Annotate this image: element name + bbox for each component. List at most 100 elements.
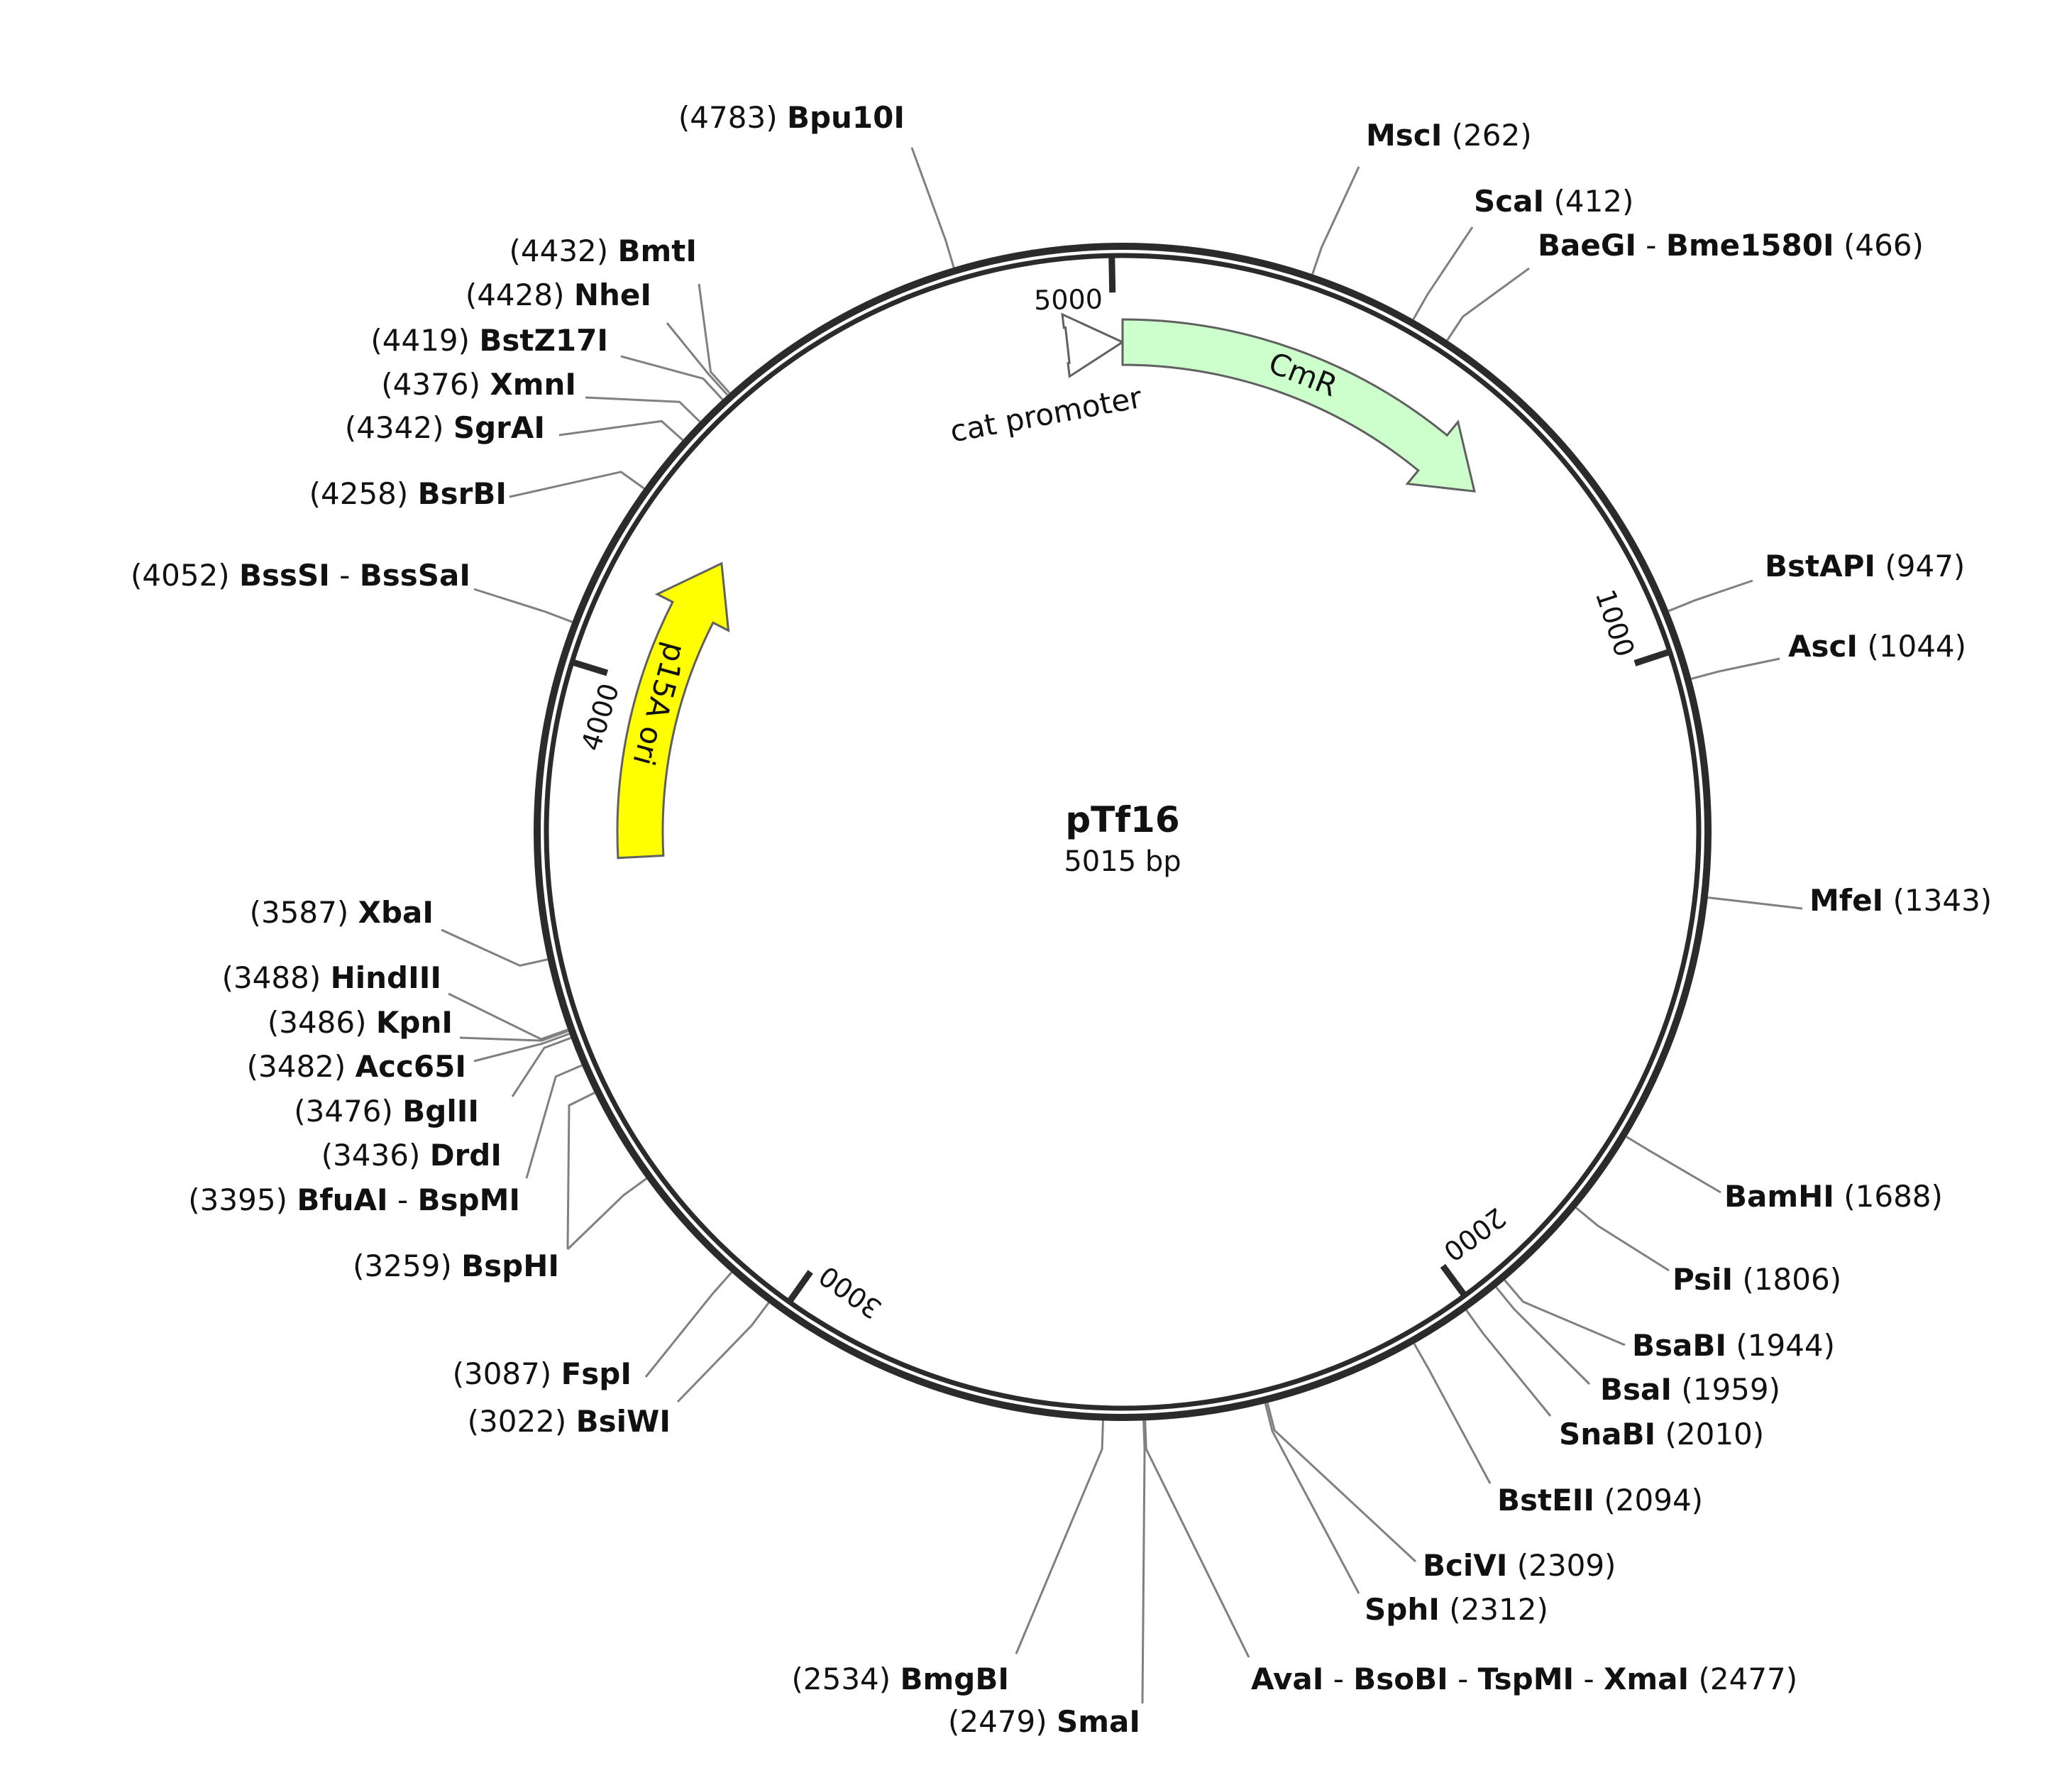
leader-bsrbi <box>509 471 645 498</box>
site-label-bfuai: (3395) BfuAI - BspMI <box>188 1182 520 1217</box>
site-enzyme-name: BspMI <box>418 1182 521 1217</box>
backbone-inner-ring <box>544 253 1702 1411</box>
p15a-ori-arrow <box>616 561 730 860</box>
leader-bsteii <box>1413 1343 1492 1484</box>
site-position: (3482) <box>247 1049 356 1084</box>
site-enzyme-name: BciVI <box>1423 1548 1507 1583</box>
tick-label-2000: 2000 <box>1438 1202 1511 1268</box>
site-enzyme-name: BsaBI <box>1632 1328 1726 1363</box>
leader-bsssi <box>473 588 573 623</box>
leader-bpu10i <box>910 147 955 268</box>
site-label-bpu10i: (4783) Bpu10I <box>678 100 905 135</box>
site-label-bmgbi: (2534) BmgBI <box>792 1662 1010 1696</box>
site-enzyme-name: XmaI <box>1604 1662 1689 1696</box>
tick-mark-1000 <box>1633 649 1670 666</box>
leader-baegi <box>1446 267 1530 341</box>
site-label-sphi: SphI (2312) <box>1365 1592 1548 1627</box>
site-leader-lines <box>441 147 1803 1704</box>
tick-mark-4000 <box>572 659 609 676</box>
site-enzyme-name: BsoBI <box>1353 1662 1448 1696</box>
site-label-bsai: BsaI (1959) <box>1600 1372 1780 1407</box>
site-label-avai: AvaI - BsoBI - TspMI - XmaI (2477) <box>1251 1662 1797 1696</box>
site-enzyme-name: BsrBI <box>418 476 507 511</box>
leader-drdi <box>525 1064 583 1179</box>
site-enzyme-name: BspHI <box>461 1249 559 1283</box>
site-enzyme-name: SphI <box>1365 1592 1440 1627</box>
tick-mark-2000 <box>1440 1263 1467 1297</box>
leader-bamhi <box>1626 1136 1721 1194</box>
site-position: (4428) <box>465 278 574 312</box>
site-enzyme-name: BsiWI <box>576 1404 671 1439</box>
leader-bcivi <box>1266 1403 1417 1563</box>
leader-snabi <box>1465 1310 1552 1417</box>
site-label-scai: ScaI (412) <box>1474 184 1633 219</box>
site-label-snabi: SnaBI (2010) <box>1559 1417 1764 1452</box>
site-position: (4342) <box>345 410 453 445</box>
name-separator: - <box>1448 1662 1478 1696</box>
name-separator: - <box>330 558 360 593</box>
site-label-bsphi: (3259) BspHI <box>353 1249 559 1283</box>
site-position: (2477) <box>1689 1662 1797 1696</box>
leader-fspi <box>644 1271 733 1378</box>
leader-xmni <box>585 396 701 423</box>
site-enzyme-name: FspI <box>561 1356 632 1391</box>
site-enzyme-name: BstEII <box>1497 1483 1594 1518</box>
site-position: (4432) <box>509 234 618 268</box>
site-position: (3587) <box>250 895 358 930</box>
leader-xbai <box>441 928 549 967</box>
name-separator: - <box>1574 1662 1604 1696</box>
site-position: (3436) <box>321 1138 430 1173</box>
site-enzyme-name: XbaI <box>358 895 434 930</box>
site-label-bglii: (3476) BglII <box>294 1094 479 1129</box>
site-enzyme-name: BstZ17I <box>479 323 608 358</box>
site-enzyme-name: AvaI <box>1251 1662 1323 1696</box>
site-label-xbai: (3587) XbaI <box>250 895 434 930</box>
site-label-bmti: (4432) BmtI <box>509 234 698 268</box>
site-position: (3486) <box>268 1005 376 1040</box>
center-title: pTf16 5015 bp <box>1064 799 1181 878</box>
site-position: (262) <box>1442 118 1531 153</box>
leader-bsai <box>1495 1286 1591 1385</box>
leader-bmgbi <box>1015 1420 1104 1654</box>
site-position: (4419) <box>370 323 479 358</box>
leader-bsphi <box>566 1178 647 1251</box>
site-label-msci: MscI (262) <box>1366 118 1532 153</box>
site-position: (2534) <box>792 1662 900 1696</box>
site-enzyme-name: Bme1580I <box>1666 228 1834 263</box>
tick-label-5000: 5000 <box>1034 283 1103 316</box>
backbone-outer-ring <box>534 243 1712 1421</box>
site-enzyme-name: BmtI <box>618 234 697 268</box>
site-position: (4258) <box>309 476 418 511</box>
site-enzyme-name: BaeGI <box>1538 228 1636 263</box>
site-position: (2094) <box>1594 1483 1703 1518</box>
site-enzyme-name: KpnI <box>376 1005 453 1040</box>
site-label-bsrbi: (4258) BsrBI <box>309 476 507 511</box>
leader-smai <box>1141 1420 1146 1704</box>
leader-bfuai <box>566 1092 595 1250</box>
site-position: (2312) <box>1440 1592 1548 1627</box>
site-position: (4052) <box>131 558 239 593</box>
site-position: (1806) <box>1733 1262 1841 1297</box>
site-label-bamhi: BamHI (1688) <box>1724 1179 1943 1214</box>
site-position: (3022) <box>468 1404 576 1439</box>
leader-hindiii <box>448 992 568 1041</box>
leader-bsiwi <box>676 1302 770 1403</box>
site-enzyme-name: NheI <box>574 278 651 312</box>
site-enzyme-name: BstAPI <box>1765 549 1875 583</box>
cat-promoter-label: cat promoter <box>947 380 1145 449</box>
site-position: (412) <box>1544 184 1633 219</box>
site-position: (1343) <box>1883 883 1992 918</box>
site-label-bsiwi: (3022) BsiWI <box>468 1404 671 1439</box>
site-label-bcivi: BciVI (2309) <box>1423 1548 1616 1583</box>
leader-bstapi <box>1668 579 1753 613</box>
leader-bsabi <box>1504 1279 1626 1346</box>
plasmid-name: pTf16 <box>1065 799 1179 840</box>
name-separator: - <box>388 1182 418 1217</box>
site-label-nhei: (4428) NheI <box>465 278 651 312</box>
site-label-mfei: MfeI (1343) <box>1809 883 1992 918</box>
site-enzyme-name: XmnI <box>490 367 576 402</box>
site-position: (2479) <box>948 1704 1057 1739</box>
site-position: (2309) <box>1507 1548 1616 1583</box>
